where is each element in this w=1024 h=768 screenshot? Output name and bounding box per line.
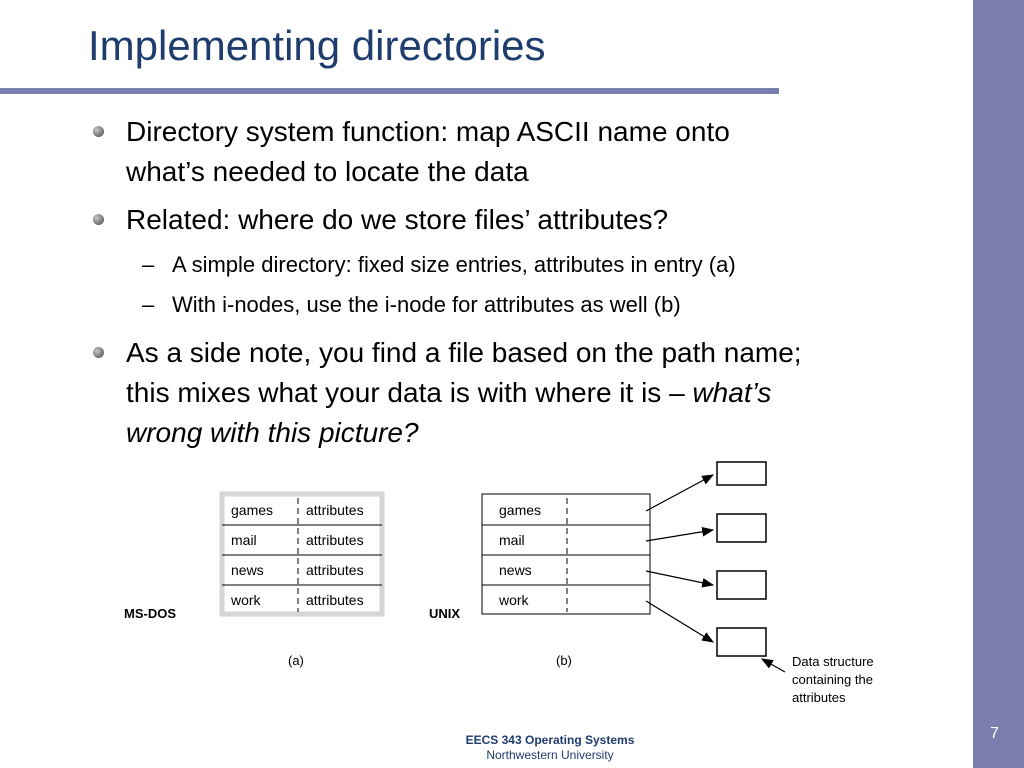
msdos-entry-games: games <box>231 502 273 518</box>
unix-entry-work: work <box>498 592 530 608</box>
pointer-arrow-3 <box>645 570 715 588</box>
bullet-3-line-3: wrong with this picture? <box>126 417 419 448</box>
caption-a: (a) <box>288 653 304 668</box>
bullet-3-line-2: this mixes what your data is with where … <box>126 373 771 413</box>
sub-bullet-2-text: With i-nodes, use the i-node for attribu… <box>172 292 681 317</box>
callout-arrow <box>760 658 786 673</box>
data-structure-label-line-2: containing the <box>792 672 873 687</box>
sub-bullet-1-text: A simple directory: fixed size entries, … <box>172 252 736 277</box>
pointer-arrow-2 <box>645 527 715 542</box>
msdos-attributes: attributes <box>306 502 364 518</box>
bullet-2-line-1: Related: where do we store files’ attrib… <box>126 204 669 235</box>
msdos-attributes: attributes <box>306 592 364 608</box>
pointer-arrow-1 <box>645 474 715 512</box>
msdos-directory-table: games mail news work attributes attribut… <box>219 491 385 617</box>
bullet-dot-icon <box>93 347 104 358</box>
sub-bullet-dash: – <box>142 292 155 317</box>
inode-box-4 <box>716 627 767 657</box>
footer-university: Northwestern University <box>486 748 614 762</box>
inode-box-1 <box>716 461 767 486</box>
page-number: 7 <box>990 725 999 742</box>
bullet-3-line-2-text: this mixes what your data is with where … <box>126 377 693 408</box>
msdos-attributes: attributes <box>306 532 364 548</box>
bullet-dot-icon <box>93 126 104 137</box>
msdos-attributes: attributes <box>306 562 364 578</box>
unix-label: UNIX <box>429 606 460 621</box>
inode-box-2 <box>716 513 767 543</box>
data-structure-label-line-1: Data structure <box>792 654 874 669</box>
slide-title: Implementing directories <box>88 22 546 69</box>
msdos-entry-news: news <box>231 562 264 578</box>
footer-course: EECS 343 Operating Systems <box>465 733 635 747</box>
right-accent-bar <box>973 0 1024 768</box>
bullet-1-line-2: what’s needed to locate the data <box>126 156 529 187</box>
bullet-dot-icon <box>93 214 104 225</box>
unix-entry-mail: mail <box>499 532 525 548</box>
inode-box-3 <box>716 570 767 600</box>
bullet-3-italic-1: what’s <box>692 377 772 408</box>
unix-entry-games: games <box>499 502 541 518</box>
unix-directory-table: games mail news work <box>481 493 651 615</box>
unix-entry-news: news <box>499 562 532 578</box>
msdos-entry-work: work <box>230 592 262 608</box>
sub-bullet-dash: – <box>142 252 155 277</box>
title-underline <box>0 88 779 94</box>
msdos-label: MS-DOS <box>124 606 176 621</box>
data-structure-label-line-3: attributes <box>792 690 846 705</box>
bullet-3-line-1: As a side note, you find a file based on… <box>126 337 802 368</box>
pointer-arrow-4 <box>645 600 715 643</box>
bullet-1-line-1: Directory system function: map ASCII nam… <box>126 116 730 147</box>
caption-b: (b) <box>556 653 572 668</box>
msdos-entry-mail: mail <box>231 532 257 548</box>
